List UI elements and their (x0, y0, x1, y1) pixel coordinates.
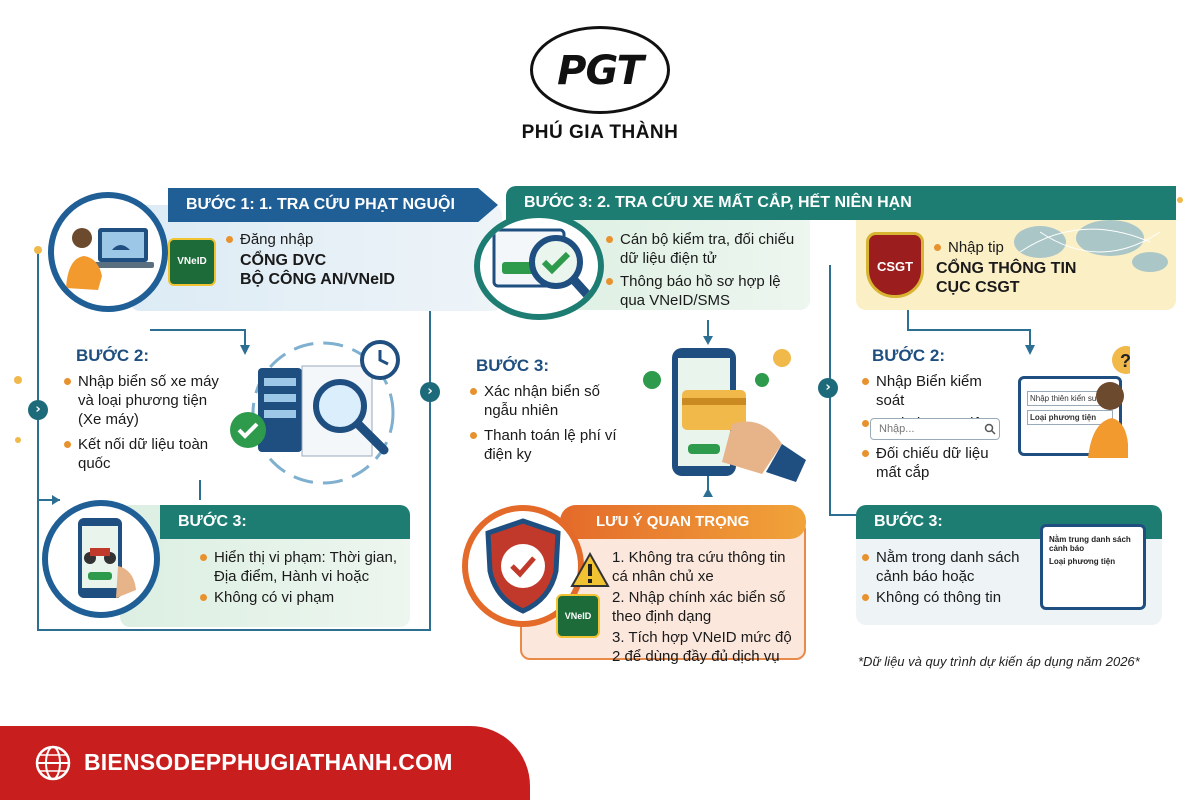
phone-motorbike-circle (42, 500, 160, 618)
check-search-circle (474, 212, 604, 320)
s3-step3-title: BƯỚC 3: (874, 513, 943, 530)
s2-step3-item: Thanh toán lệ phí ví điện ky (470, 426, 630, 464)
laptop-user-circle (48, 192, 168, 312)
section1-step3-list: Hiển thị vi phạm: Thời gian, Địa điểm, H… (200, 548, 410, 609)
brand-name: PHÚ GIA THÀNH (521, 122, 679, 143)
section1-step2-title: BƯỚC 2: (76, 346, 149, 365)
flow-connectors (14, 197, 1183, 631)
login-line2: CỔNG DVC (240, 252, 327, 269)
notice-list: 1. Không tra cứu thông tin cá nhân chủ x… (612, 548, 802, 666)
footnote: *Dữ liệu và quy trình dự kiến áp dụng nă… (858, 654, 1140, 669)
section3-step2-title: BƯỚC 2: (872, 346, 945, 365)
check-icon (541, 251, 571, 275)
screen2-line2: Loại phương tiện (1049, 557, 1116, 566)
laptop-screen: Nhập thiên kiển suối Loại phương tiện (1018, 376, 1122, 456)
globe-icon (35, 745, 71, 781)
arrow-icon: › (818, 378, 838, 398)
csgt-badge: CSGT (866, 232, 924, 298)
search-icon (984, 423, 996, 435)
screen-line2: Loại phương tiện (1027, 410, 1113, 425)
s2-top-item: Cán bộ kiểm tra, đối chiếu dữ liệu điện … (606, 230, 806, 268)
s3-step3-item: Không có thông tin (862, 588, 1032, 607)
s3-top-line3: CỤC CSGT (936, 279, 1020, 296)
notice-banner: LƯU Ý QUAN TRỌNG (560, 505, 806, 539)
world-map-graphic (1014, 220, 1168, 272)
login-line1: Đăng nhập (226, 230, 486, 249)
s3-step2-item: Nhập Biển kiểm soát (862, 372, 1012, 410)
website-link[interactable]: BIENSODEPPHUGIATHANH.COM (84, 749, 453, 775)
section2-step3-title: BƯỚC 3: (476, 356, 549, 375)
section2-banner: BƯỚC 3: 2. TRA CỨU XE MẤT CẮP, HẾT NIÊN … (506, 186, 1176, 220)
s3-step2-item3: Đối chiếu dữ liệu mất cắp (862, 444, 1012, 482)
magnifier-icon (492, 228, 597, 305)
search-input[interactable]: Nhập... (870, 418, 1000, 440)
arrow-icon: › (420, 382, 440, 402)
laptop-icon (66, 228, 154, 290)
magnifier-icon (313, 379, 367, 433)
warning-icon (570, 552, 610, 587)
section2-step3-list: Xác nhận biển số ngẫu nhiên Thanh toán l… (470, 382, 630, 466)
s1-step2-item: Kết nối dữ liệu toàn quốc (64, 435, 234, 473)
footer-bar (0, 726, 530, 800)
s3-step3-item: Nằm trong danh sách cảnh báo hoặc (862, 548, 1032, 586)
laptop-user-graphic: ? (1088, 346, 1130, 458)
question-icon (1112, 346, 1130, 374)
section1-banner: BƯỚC 1: 1. TRA CỨU PHẠT NGUỘI (168, 188, 498, 222)
vneid-badge: VNeID (556, 594, 600, 638)
s2-top-item: Thông báo hồ sơ hợp lệ qua VNeID/SMS (606, 272, 806, 310)
section1-login: Đăng nhập CỔNG DVC BỘ CÔNG AN/VNeID (226, 230, 486, 289)
notice-item: 3. Tích hợp VNeID mức độ 2 để dùng đầy đ… (612, 629, 792, 665)
csgt-badge-text: CSGT (876, 259, 914, 274)
shield-icon (485, 518, 561, 614)
notice-item: 1. Không tra cứu thông tin cá nhân chủ x… (612, 549, 786, 585)
s3-top-line2: CỔNG THÔNG TIN (936, 260, 1077, 277)
section2-top-list: Cán bộ kiểm tra, đối chiếu dữ liệu điện … (606, 230, 806, 312)
payment-phone-graphic (632, 340, 812, 485)
s1-step3-item: Hiển thị vi phạm: Thời gian, Địa điểm, H… (200, 548, 410, 586)
s3-top-line1: Nhập tip (934, 238, 1154, 257)
phone-icon (78, 518, 136, 598)
motorbike-icon (84, 548, 116, 564)
svg-text:?: ? (1120, 351, 1130, 371)
search-server-graphic (228, 338, 418, 488)
brand-logo: PGT PHÚ GIA THÀNH (500, 18, 700, 148)
login-line3: BỘ CÔNG AN/VNeID (240, 271, 395, 288)
screen2-line1: Nằm trung danh sách cảnh báo (1049, 535, 1131, 553)
section1-step3-banner: BƯỚC 3: (160, 505, 410, 539)
section3-step3-list: Nằm trong danh sách cảnh báo hoặc Không … (862, 548, 1032, 609)
warning-list-screen: Nằm trung danh sách cảnh báo Loại phương… (1040, 524, 1146, 610)
check-icon (510, 556, 536, 578)
s1-step3-title: BƯỚC 3: (178, 513, 247, 530)
section1-step2-list: Nhập biển số xe máy và loại phương tiện … (64, 372, 234, 475)
section3-step2-item3: Đối chiếu dữ liệu mất cắp (862, 444, 1012, 484)
logo-mark: PGT (557, 48, 644, 94)
s2-step3-item: Xác nhận biển số ngẫu nhiên (470, 382, 630, 420)
arrow-icon: › (28, 400, 48, 420)
s1-step3-item: Không có vi phạm (200, 588, 410, 607)
s1-step2-item: Nhập biển số xe máy và loại phương tiện … (64, 372, 234, 429)
section3-top-text: Nhập tip CỔNG THÔNG TIN CỤC CSGT (934, 238, 1154, 297)
logo-oval (530, 26, 670, 114)
vneid-badge: VNeID (168, 238, 216, 286)
notice-item: 2. Nhập chính xác biển số theo định dạng (612, 589, 786, 625)
